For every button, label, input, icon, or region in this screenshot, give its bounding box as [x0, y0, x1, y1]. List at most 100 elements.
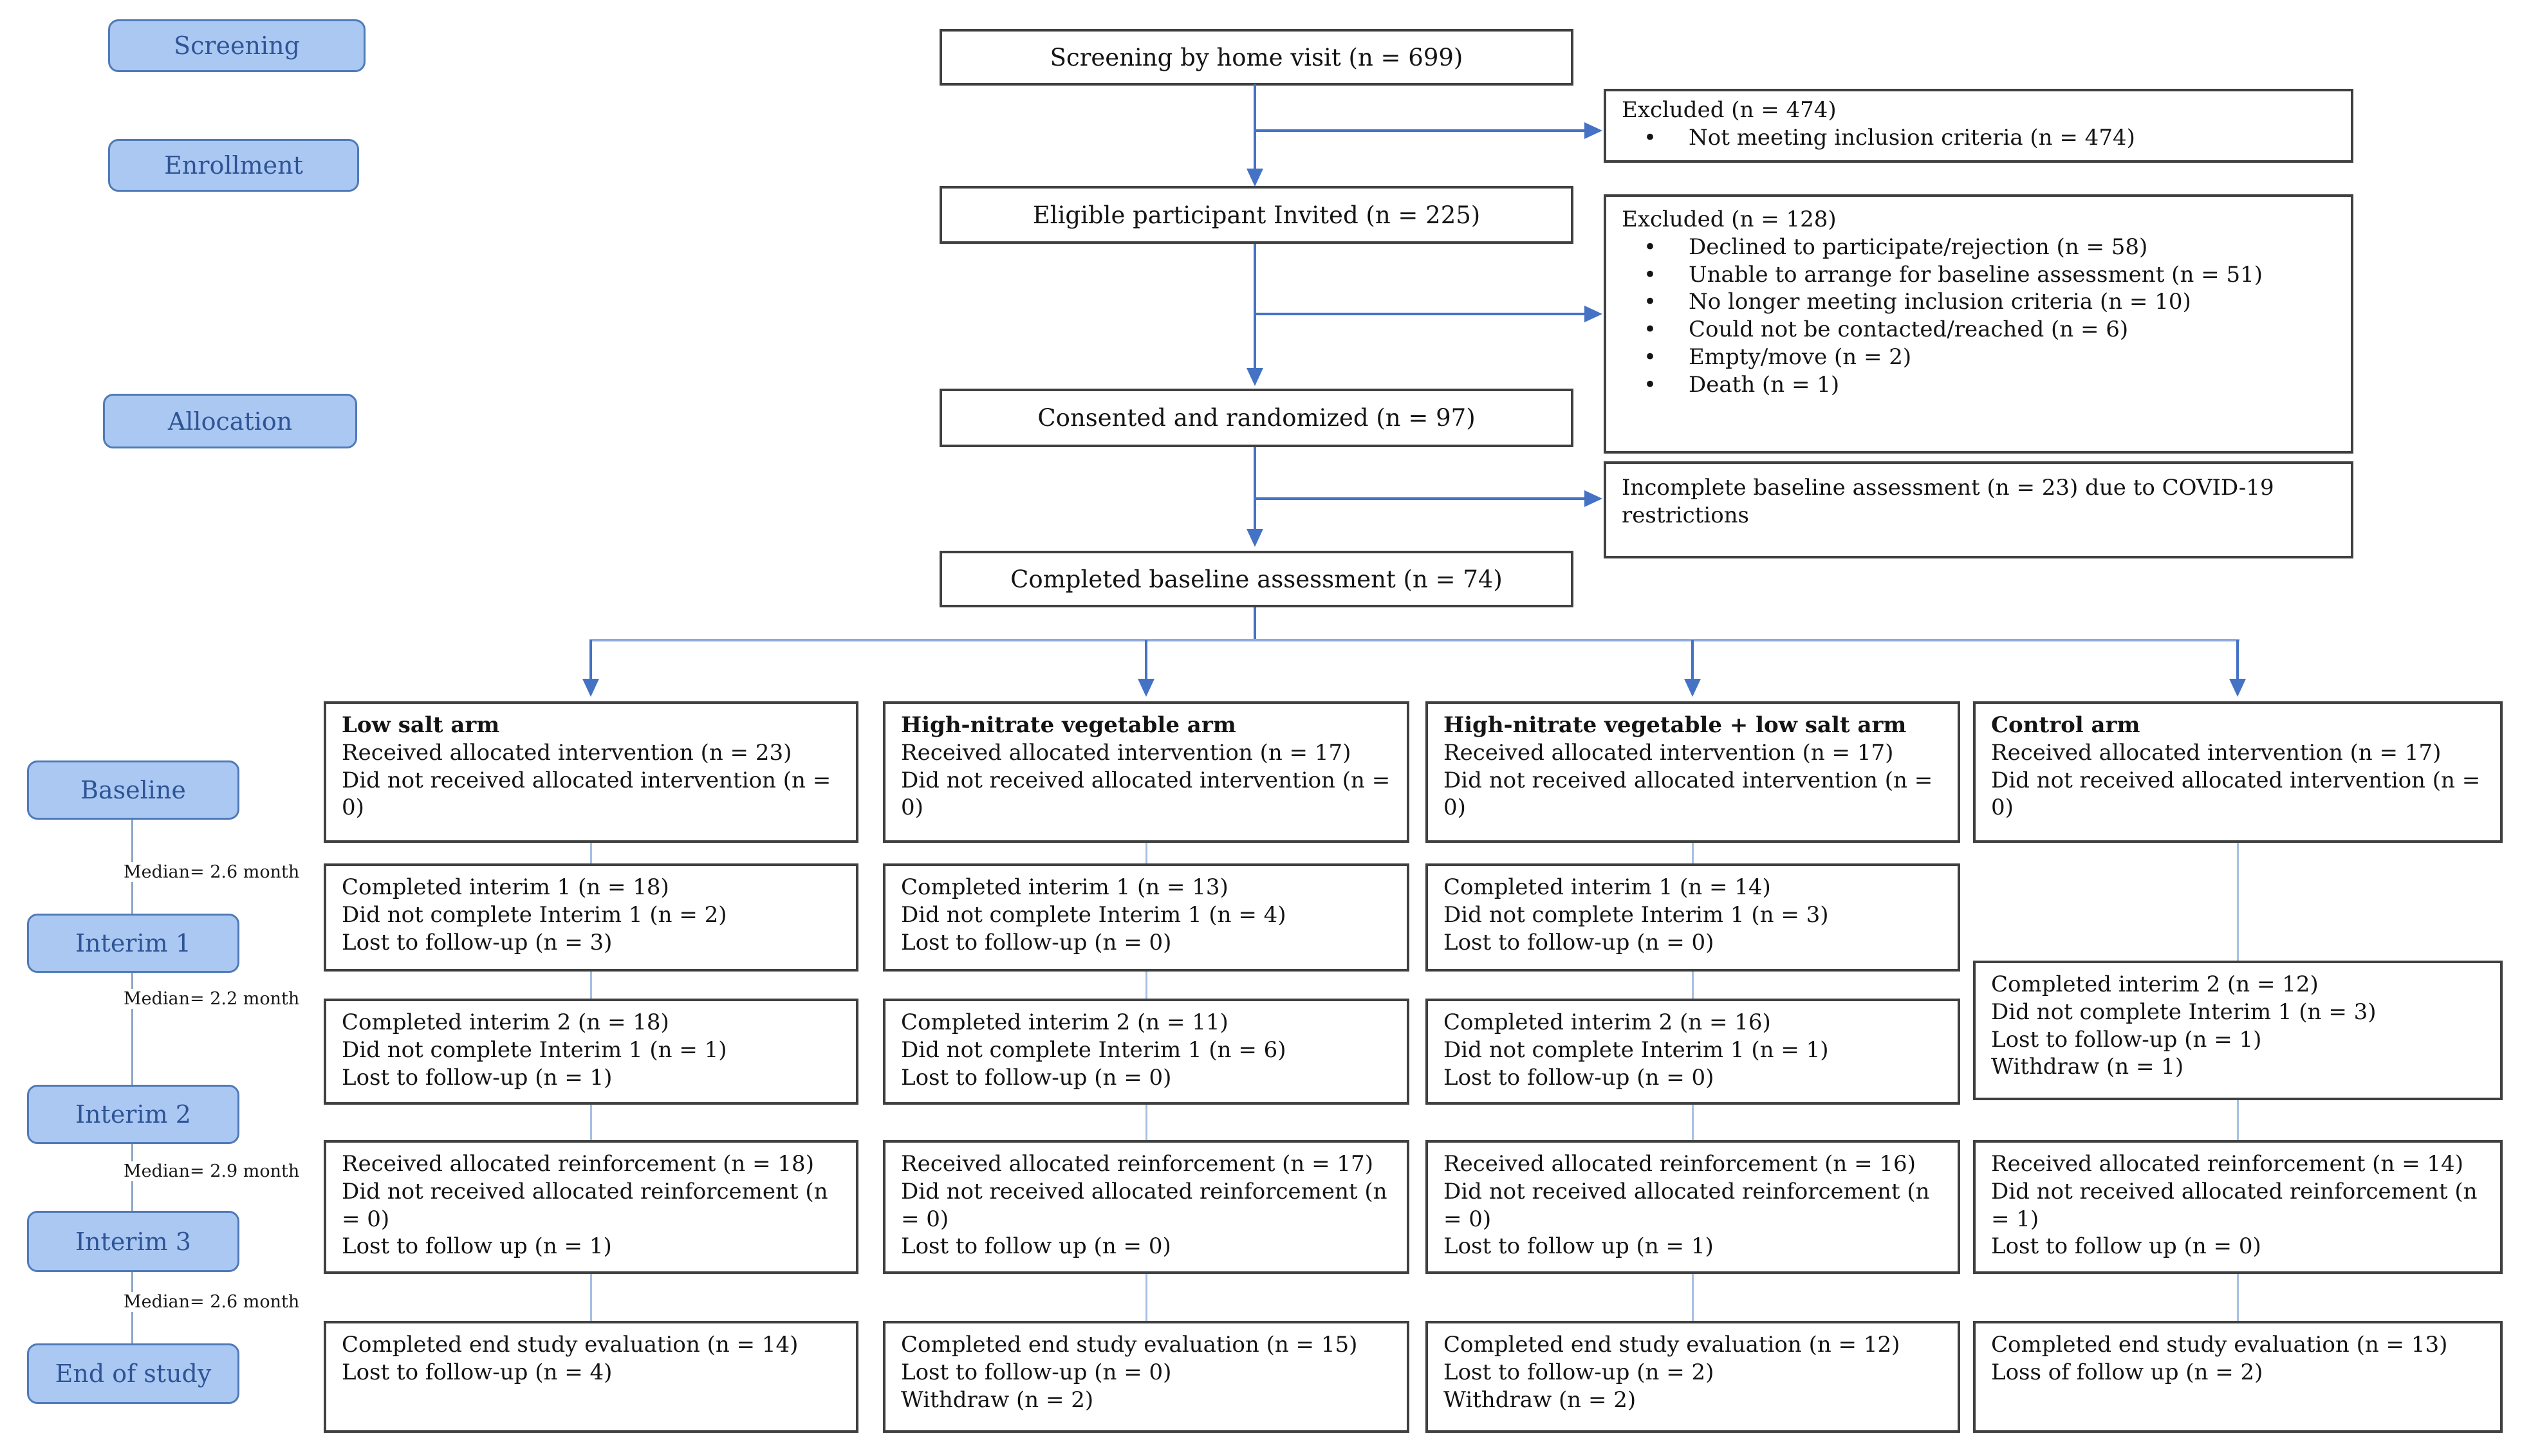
text-line: Did not received allocated reinforcement…	[1991, 1178, 2478, 1232]
box-control-endstudy: Completed end study evaluation (n = 13)L…	[1973, 1321, 2503, 1433]
text-line: Could not be contacted/reached (n = 6)	[1622, 316, 2335, 344]
text-line: Completed end study evaluation (n = 15)	[901, 1332, 1358, 1358]
box-consented-randomized: Consented and randomized (n = 97)	[940, 389, 1573, 447]
text-line: Lost to follow up (n = 1)	[342, 1233, 612, 1260]
lowsalt-interim2-lines: Completed interim 2 (n = 18)Did not comp…	[342, 1009, 840, 1091]
text-line: Lost to follow-up (n = 0)	[1443, 929, 1714, 955]
text-line: Completed interim 2 (n = 18)	[342, 1009, 669, 1035]
text-line: Received allocated reinforcement (n = 16…	[1443, 1151, 1916, 1177]
arm-title-lowsalt: Low salt arm	[342, 712, 500, 738]
box-hnv-reinforcement: Received allocated reinforcement (n = 17…	[883, 1140, 1409, 1274]
connector-arm3-a	[1692, 843, 1694, 863]
text-line: Lost to follow-up (n = 0)	[1443, 1064, 1714, 1091]
text-line: Completed end study evaluation (n = 14)	[342, 1332, 799, 1358]
hnv-interim1-lines: Completed interim 1 (n = 13)Did not comp…	[901, 874, 1391, 956]
box-hnv-interim2: Completed interim 2 (n = 11)Did not comp…	[883, 999, 1409, 1105]
arrow-line-to-incomplete	[1255, 497, 1584, 500]
text-line: Received allocated intervention (n = 17)	[1443, 739, 1894, 766]
arrow-line-arm4	[2236, 640, 2239, 679]
arrow-line-screening-eligible	[1254, 84, 1256, 169]
hnv-interim2-lines: Completed interim 2 (n = 11)Did not comp…	[901, 1009, 1391, 1091]
arrowhead-right-incomplete	[1584, 490, 1602, 507]
excluded-128-items: Declined to participate/rejection (n = 5…	[1622, 234, 2335, 399]
box-lowsalt-interim1: Completed interim 1 (n = 18)Did not comp…	[324, 863, 858, 972]
lowsalt-reinforcement-lines: Received allocated reinforcement (n = 18…	[342, 1150, 840, 1260]
connector-arm1-b	[590, 972, 592, 999]
text-line: Withdraw (n = 2)	[901, 1387, 1094, 1413]
text-line: Received allocated intervention (n = 17)	[1991, 739, 2442, 766]
text-line: Lost to follow-up (n = 4)	[342, 1359, 613, 1385]
text-line: No longer meeting inclusion criteria (n …	[1622, 288, 2335, 316]
text-line: Lost to follow-up (n = 2)	[1443, 1359, 1714, 1385]
box-control-interim: Completed interim 2 (n = 12)Did not comp…	[1973, 961, 2503, 1100]
arrowhead-down-arm1	[582, 679, 599, 697]
text-line: Completed interim 2 (n = 11)	[901, 1009, 1228, 1035]
text-line: Lost to follow up (n = 0)	[1991, 1233, 2261, 1260]
arrowhead-down-arm2	[1138, 679, 1154, 697]
text-line: Did not received allocated intervention …	[342, 767, 831, 821]
text-line: Loss of follow up (n = 2)	[1991, 1359, 2263, 1385]
arm-title-control: Control arm	[1991, 712, 2140, 738]
connector-arm2-c	[1145, 1105, 1147, 1140]
box-eligible-invited: Eligible participant Invited (n = 225)	[940, 186, 1573, 244]
text-line: Completed end study evaluation (n = 12)	[1443, 1332, 1900, 1358]
hnv-allocation-lines: Received allocated intervention (n = 17)…	[901, 739, 1391, 822]
median-duration-label-2: Median= 2.2 month	[120, 989, 304, 1009]
text-line: Did not complete Interim 1 (n = 6)	[901, 1037, 1286, 1063]
text-line: Did not received allocated reinforcement…	[901, 1178, 1387, 1232]
arrow-line-arm2	[1145, 640, 1147, 679]
control-interim-lines: Completed interim 2 (n = 12)Did not comp…	[1991, 971, 2485, 1081]
text-line: Did not received allocated reinforcement…	[342, 1178, 828, 1232]
box-excluded-474: Excluded (n = 474) Not meeting inclusion…	[1604, 89, 2353, 163]
arm-title-hnvls: High-nitrate vegetable + low salt arm	[1443, 712, 1907, 738]
arrow-line-to-excluded-474	[1255, 129, 1584, 132]
median-duration-label-4: Median= 2.6 month	[120, 1292, 304, 1312]
stage-label-interim-3: Interim 3	[27, 1211, 239, 1272]
text-line: Completed interim 2 (n = 16)	[1443, 1009, 1771, 1035]
stage-label-baseline: Baseline	[27, 760, 239, 820]
box-lowsalt-reinforcement: Received allocated reinforcement (n = 18…	[324, 1140, 858, 1274]
box-control-reinforcement: Received allocated reinforcement (n = 14…	[1973, 1140, 2503, 1274]
text-line: Death (n = 1)	[1622, 371, 2335, 399]
text-line: Unable to arrange for baseline assessmen…	[1622, 261, 2335, 289]
box-completed-baseline: Completed baseline assessment (n = 74)	[940, 551, 1573, 607]
text-line: Received allocated intervention (n = 17)	[901, 739, 1351, 766]
stage-label-interim-1: Interim 1	[27, 914, 239, 973]
excluded-474-items: Not meeting inclusion criteria (n = 474)	[1622, 124, 2335, 152]
text-line: Did not complete Interim 1 (n = 4)	[901, 901, 1286, 928]
text-line: Lost to follow-up (n = 0)	[901, 1064, 1172, 1091]
arrowhead-down-arm3	[1684, 679, 1701, 697]
incomplete-baseline-text: Incomplete baseline assessment (n = 23) …	[1622, 475, 2274, 528]
text-line: Empty/move (n = 2)	[1622, 344, 2335, 371]
connector-arm1-a	[590, 843, 592, 863]
text-line: Received allocated reinforcement (n = 14…	[1991, 1151, 2463, 1177]
connector-arm2-d	[1145, 1274, 1147, 1321]
arrow-line-arm3	[1691, 640, 1694, 679]
hnvls-allocation-lines: Received allocated intervention (n = 17)…	[1443, 739, 1942, 822]
text-line: Lost to follow up (n = 1)	[1443, 1233, 1714, 1260]
text-line: Lost to follow-up (n = 0)	[901, 929, 1172, 955]
stage-connector-line	[131, 820, 133, 1343]
box-lowsalt-allocation: Low salt arm Received allocated interven…	[324, 701, 858, 843]
box-incomplete-baseline: Incomplete baseline assessment (n = 23) …	[1604, 461, 2353, 558]
box-hnvls-endstudy: Completed end study evaluation (n = 12)L…	[1425, 1321, 1960, 1433]
hnv-reinforcement-lines: Received allocated reinforcement (n = 17…	[901, 1150, 1391, 1260]
text-line: Completed interim 1 (n = 13)	[901, 874, 1228, 900]
text-line: Completed interim 1 (n = 18)	[342, 874, 669, 900]
text-line: Did not received allocated intervention …	[1443, 767, 1933, 821]
median-duration-label-3: Median= 2.9 month	[120, 1161, 304, 1181]
arrowhead-right-excluded-128	[1584, 306, 1602, 322]
arrow-line-consented-baseline	[1254, 447, 1256, 529]
connector-arm4-a	[2237, 843, 2239, 961]
text-line: Withdraw (n = 1)	[1991, 1054, 2184, 1080]
text-line: Declined to participate/rejection (n = 5…	[1622, 234, 2335, 261]
hnvls-endstudy-lines: Completed end study evaluation (n = 12)L…	[1443, 1331, 1942, 1414]
text-line: Withdraw (n = 2)	[1443, 1387, 1636, 1413]
stage-label-end-of-study: End of study	[27, 1343, 239, 1404]
hnvls-reinforcement-lines: Received allocated reinforcement (n = 16…	[1443, 1150, 1942, 1260]
text-line: Completed interim 1 (n = 14)	[1443, 874, 1771, 900]
hnvls-interim2-lines: Completed interim 2 (n = 16)Did not comp…	[1443, 1009, 1942, 1091]
arm-title-hnv: High-nitrate vegetable arm	[901, 712, 1236, 738]
arrow-line-to-excluded-128	[1255, 313, 1584, 315]
